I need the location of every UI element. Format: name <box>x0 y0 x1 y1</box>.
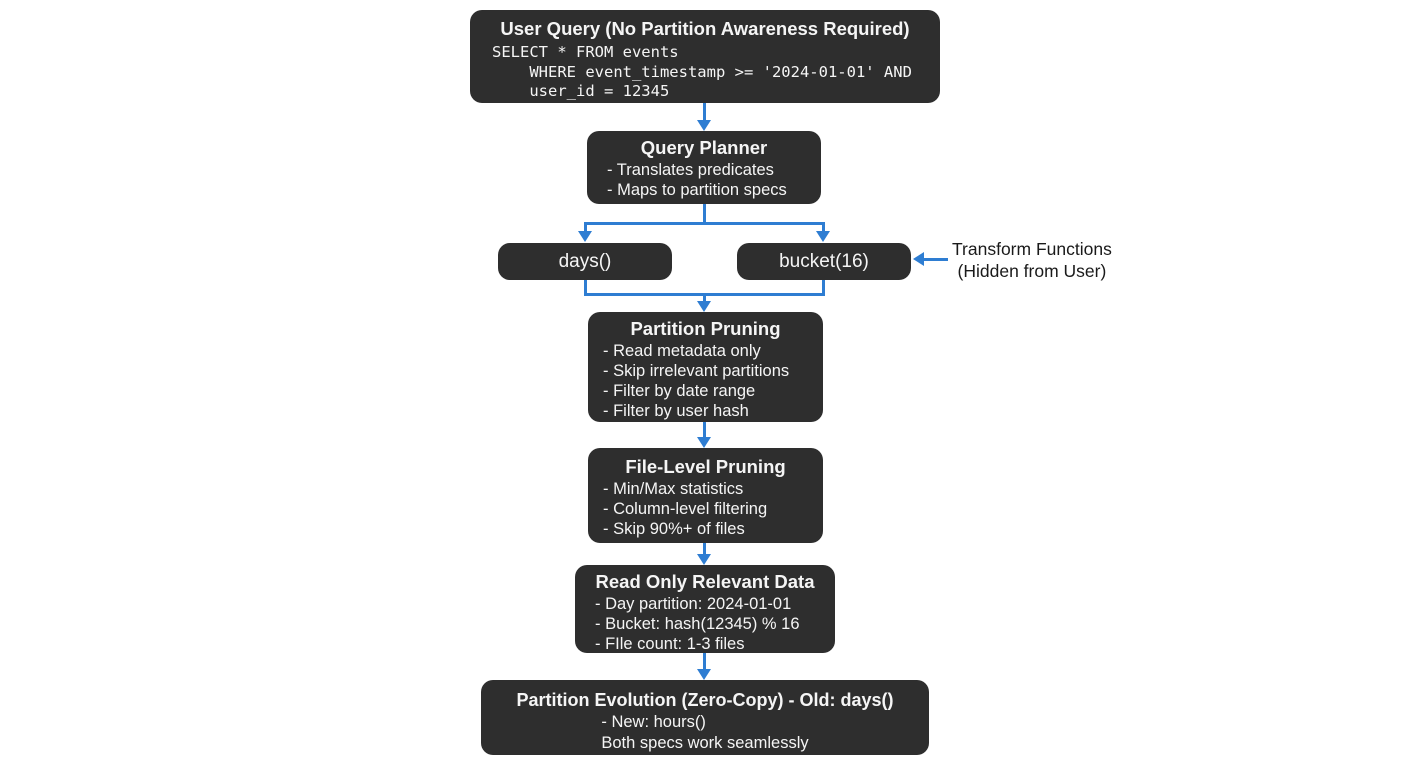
node-read-only-title: Read Only Relevant Data <box>595 571 815 592</box>
bullet-item: Both specs work seamlessly <box>601 734 809 752</box>
connector-file-to-read <box>703 543 706 555</box>
arrowhead-down-icon <box>697 554 711 565</box>
connector-annotation <box>922 258 948 261</box>
node-user-query-title: User Query (No Partition Awareness Requi… <box>500 18 910 39</box>
arrowhead-down-icon <box>697 669 711 680</box>
node-file-level-pruning: File-Level Pruning - Min/Max statistics … <box>588 448 823 543</box>
annotation-line: Transform Functions <box>952 239 1112 259</box>
node-query-planner-title: Query Planner <box>640 137 768 158</box>
node-days-label: days() <box>558 250 612 272</box>
arrowhead-down-icon <box>578 231 592 242</box>
node-user-query: User Query (No Partition Awareness Requi… <box>470 10 940 103</box>
node-bucket-label: bucket(16) <box>779 250 869 272</box>
connector-partition-to-file <box>703 422 706 438</box>
bullet-item: - Day partition: 2024-01-01 <box>595 595 792 613</box>
connector-merge-stem <box>703 293 706 302</box>
connector-user-query-to-planner <box>703 103 706 121</box>
code-line: user_id = 12345 <box>492 82 670 100</box>
bullet-item: - Translates predicates <box>607 161 774 179</box>
bullet-item: - FIle count: 1-3 files <box>595 635 745 653</box>
node-file-level-pruning-title: File-Level Pruning <box>625 456 786 477</box>
arrowhead-down-icon <box>816 231 830 242</box>
code-line: WHERE event_timestamp >= '2024-01-01' AN… <box>492 62 912 81</box>
bullet-item: - Skip 90%+ of files <box>603 520 745 538</box>
connector-read-to-evolution <box>703 653 706 670</box>
bullet-item: - Filter by user hash <box>603 402 749 420</box>
connector-planner-stem <box>703 204 706 225</box>
bullet-item: - Filter by date range <box>603 382 756 400</box>
node-user-query-code: SELECT * FROM events WHERE event_timesta… <box>470 41 940 102</box>
node-query-planner-body: - Translates predicates - Maps to partit… <box>587 160 821 200</box>
connector-merge-right <box>822 280 825 296</box>
node-partition-evolution: Partition Evolution (Zero-Copy) - Old: d… <box>481 680 929 755</box>
connector-branch-left <box>584 222 587 232</box>
bullet-item: - Maps to partition specs <box>607 181 787 199</box>
node-partition-evolution-body: - New: hours() Both specs work seamlessl… <box>481 712 929 754</box>
connector-merge-left <box>584 280 587 296</box>
bullet-item: - New: hours() <box>601 713 706 731</box>
bullet-item: - Column-level filtering <box>603 500 768 518</box>
node-bucket-transform: bucket(16) <box>737 243 911 280</box>
annotation-transform-functions: Transform Functions (Hidden from User) <box>952 239 1112 282</box>
node-partition-pruning-title: Partition Pruning <box>630 318 781 339</box>
node-file-level-pruning-body: - Min/Max statistics - Column-level filt… <box>588 479 823 539</box>
arrowhead-down-icon <box>697 437 711 448</box>
bullet-item: - Skip irrelevant partitions <box>603 362 790 380</box>
annotation-line: (Hidden from User) <box>957 260 1107 281</box>
node-days-transform: days() <box>498 243 672 280</box>
node-read-only-body: - Day partition: 2024-01-01 - Bucket: ha… <box>575 594 835 654</box>
arrowhead-down-icon <box>697 120 711 131</box>
code-line: SELECT * FROM events <box>492 43 679 61</box>
arrowhead-left-icon <box>913 252 924 266</box>
node-read-only-relevant-data: Read Only Relevant Data - Day partition:… <box>575 565 835 653</box>
bullet-item: - Bucket: hash(12345) % 16 <box>595 615 800 633</box>
bullet-item: - Min/Max statistics <box>603 480 744 498</box>
arrowhead-down-icon <box>697 301 711 312</box>
connector-branch-top <box>584 222 825 225</box>
node-partition-evolution-title: Partition Evolution (Zero-Copy) - Old: d… <box>516 690 894 710</box>
connector-branch-right <box>822 222 825 232</box>
bullet-item: - Read metadata only <box>603 342 761 360</box>
node-query-planner: Query Planner - Translates predicates - … <box>587 131 821 204</box>
node-partition-pruning-body: - Read metadata only - Skip irrelevant p… <box>588 341 823 421</box>
node-partition-pruning: Partition Pruning - Read metadata only -… <box>588 312 823 422</box>
